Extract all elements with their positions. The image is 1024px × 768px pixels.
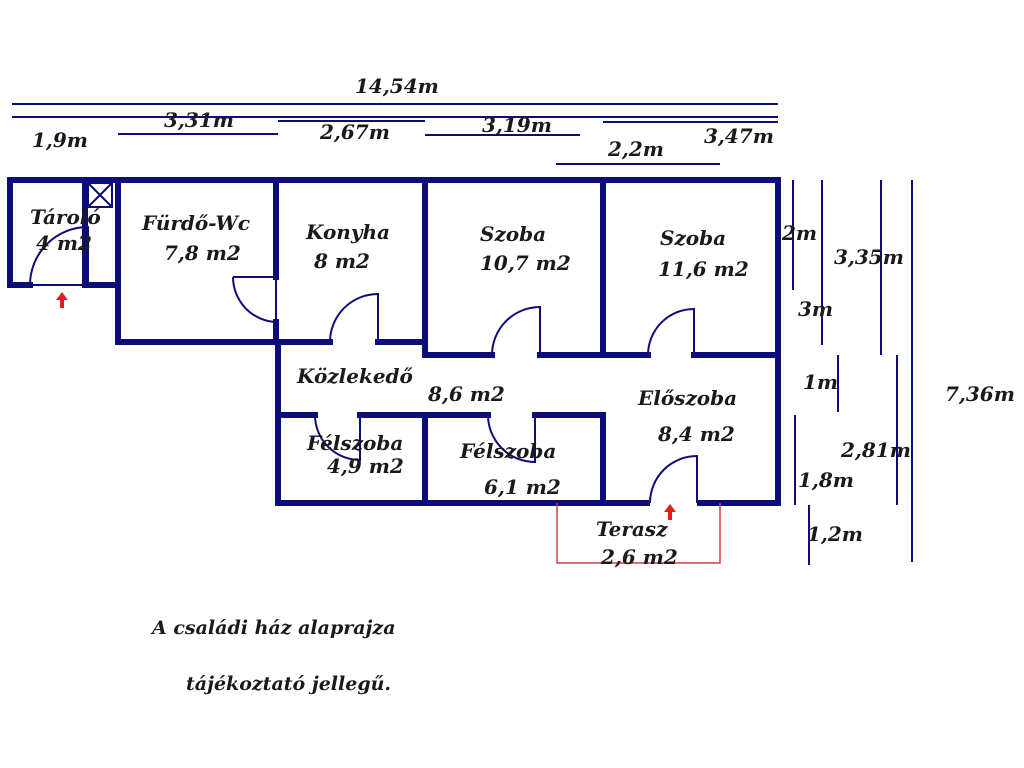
room-area-eloszoba: 8,4 m2 xyxy=(657,422,735,446)
plan-note: A családi ház alaprajza tájékoztató jell… xyxy=(150,617,396,695)
room-name-tarolo: Tároló xyxy=(30,205,101,229)
room-name-eloszoba: Előszoba xyxy=(637,386,737,410)
door-swing-icon xyxy=(649,454,698,504)
dim-label-v1: 2m xyxy=(781,221,817,245)
dim-label-v3: 3m xyxy=(798,297,833,321)
door-swing-icon xyxy=(491,305,541,356)
note-line-1: A családi ház alaprajza xyxy=(150,617,396,639)
dim-label-v6: 2,81m xyxy=(840,438,911,462)
terrace-outline xyxy=(556,503,721,564)
room-area-furdo: 7,8 m2 xyxy=(164,241,241,265)
room-name-konyha: Konyha xyxy=(305,220,390,244)
dim-label-v2: 3,35m xyxy=(834,245,904,269)
door-swing-icon xyxy=(29,225,89,286)
entrance-arrow-icon xyxy=(56,292,68,308)
dimension-labels: 14,54m 1,9m 3,31m 2,67m 3,19m 2,2m 3,47m… xyxy=(32,74,1015,546)
chimney-icon xyxy=(87,182,113,208)
room-name-szoba-1: Szoba xyxy=(480,222,546,246)
door-swing-icon xyxy=(314,414,361,462)
room-name-szoba-2: Szoba xyxy=(660,226,726,250)
entrance-arrow-icon xyxy=(664,504,676,520)
horizontal-dimension-lines xyxy=(12,103,778,165)
door-swing-icon xyxy=(487,414,536,464)
dim-label-d6: 3,47m xyxy=(704,124,774,148)
dim-label-v8: 1,2m xyxy=(807,522,863,546)
room-area-felszoba-1: 4,9 m2 xyxy=(327,454,404,478)
dim-label-v7: 1,8m xyxy=(798,468,854,492)
dim-label-d2: 3,31m xyxy=(164,108,234,132)
dim-label-v4: 1m xyxy=(803,370,838,394)
room-area-terasz: 2,6 m2 xyxy=(600,545,678,569)
room-name-kozlekedo: Közlekedő xyxy=(296,364,414,388)
room-area-tarolo: 4 m2 xyxy=(36,231,92,255)
dim-label-d1: 1,9m xyxy=(32,128,88,152)
room-name-furdo: Fürdő-Wc xyxy=(141,211,250,235)
room-labels: Tároló 4 m2 Fürdő-Wc 7,8 m2 Konyha 8 m2 … xyxy=(30,205,749,569)
dim-label-total: 14,54m xyxy=(355,74,439,98)
walls xyxy=(7,177,781,507)
room-area-szoba-2: 11,6 m2 xyxy=(658,257,749,281)
door-swings xyxy=(29,225,698,504)
room-area-konyha: 8 m2 xyxy=(313,249,370,273)
room-area-kozlekedo: 8,6 m2 xyxy=(427,382,505,406)
dim-label-v5: 7,36m xyxy=(945,382,1015,406)
room-area-felszoba-2: 6,1 m2 xyxy=(484,475,561,499)
dim-label-d5: 2,2m xyxy=(607,137,664,161)
door-swing-icon xyxy=(329,292,379,343)
note-line-2: tájékoztató jellegű. xyxy=(186,673,391,695)
room-name-felszoba-2: Félszoba xyxy=(459,439,556,463)
room-area-szoba-1: 10,7 m2 xyxy=(480,251,571,275)
door-swing-icon xyxy=(231,276,277,323)
room-name-felszoba-1: Félszoba xyxy=(306,431,403,455)
dim-label-d3: 2,67m xyxy=(319,120,390,144)
door-swing-icon xyxy=(647,307,695,356)
dim-label-d4: 3,19m xyxy=(482,113,552,137)
vertical-dimension-lines xyxy=(792,180,913,565)
room-name-terasz: Terasz xyxy=(596,517,668,541)
